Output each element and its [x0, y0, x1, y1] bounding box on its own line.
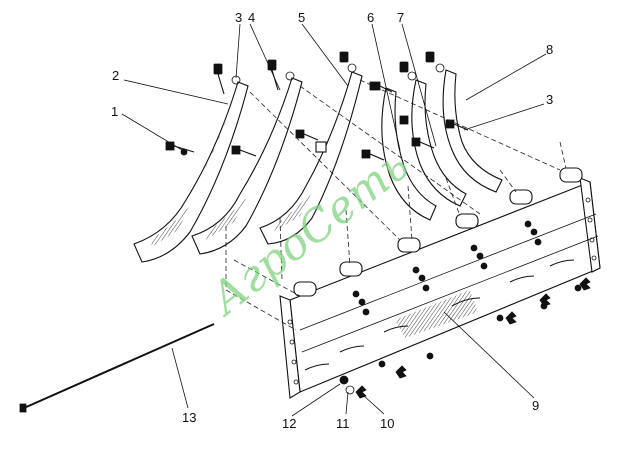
callout-5: 5 [298, 10, 305, 25]
tine-part-4 [191, 77, 303, 255]
callout-10: 10 [380, 416, 394, 431]
tine-part-8 [442, 69, 503, 193]
callout-labels: 3 4 5 6 7 8 2 1 3 9 13 12 11 10 [111, 10, 553, 431]
side-bolts [165, 81, 469, 161]
leader-lines [121, 23, 547, 417]
callout-3-right: 3 [546, 92, 553, 107]
callout-4: 4 [248, 10, 255, 25]
callout-2: 2 [112, 68, 119, 83]
callout-9: 9 [532, 398, 539, 413]
tine-part-7 [411, 79, 467, 207]
callout-6: 6 [367, 10, 374, 25]
callout-11: 11 [336, 416, 350, 431]
callout-12: 12 [282, 416, 296, 431]
callout-7: 7 [397, 10, 404, 25]
callout-1: 1 [111, 104, 118, 119]
tine-part-2 [133, 81, 249, 263]
callout-3-top: 3 [235, 10, 242, 25]
bottom-fasteners [339, 277, 591, 399]
tube-sockets [293, 167, 583, 297]
rod-part-13 [19, 323, 215, 413]
callout-13: 13 [182, 410, 196, 425]
assembly-guide-lines [225, 79, 567, 331]
top-bolts [213, 51, 445, 95]
frame-beam [279, 177, 601, 399]
callout-8: 8 [546, 42, 553, 57]
